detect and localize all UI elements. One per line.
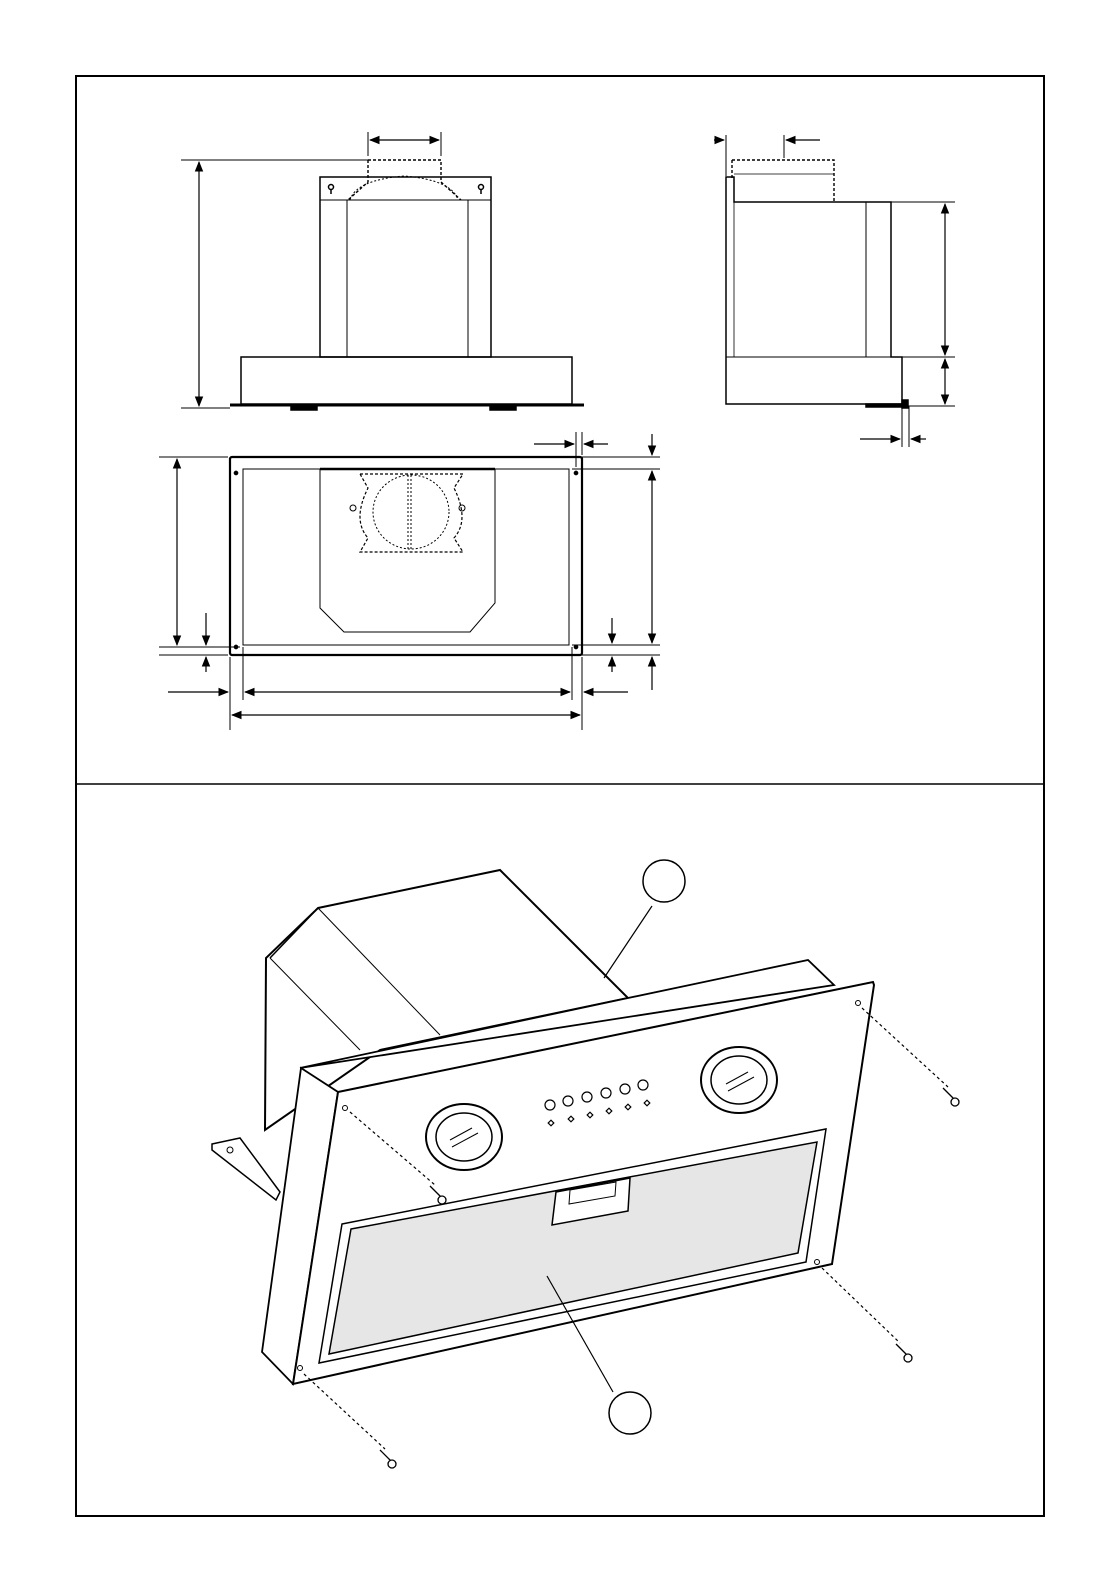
keyhole-icon [479, 185, 484, 195]
side-view [714, 135, 955, 447]
control-button[interactable] [601, 1088, 611, 1098]
screw-icon [380, 1450, 396, 1468]
lamp-left-icon [426, 1104, 502, 1170]
control-button[interactable] [638, 1080, 648, 1090]
control-button[interactable] [582, 1092, 592, 1102]
front-view [181, 132, 584, 410]
callout-filter-circle [609, 1392, 651, 1434]
control-button[interactable] [563, 1096, 573, 1106]
screw-icon [896, 1344, 912, 1362]
dimension-drawings [159, 132, 955, 730]
lamp-right-icon [701, 1047, 777, 1113]
mounting-bracket [212, 1138, 280, 1200]
keyhole-icon [329, 185, 334, 195]
control-button[interactable] [545, 1100, 555, 1110]
assembly-drawing [212, 860, 959, 1468]
callout-motor-circle [643, 860, 685, 902]
control-button[interactable] [620, 1084, 630, 1094]
screw-icon [943, 1088, 959, 1106]
bottom-view [159, 432, 660, 730]
